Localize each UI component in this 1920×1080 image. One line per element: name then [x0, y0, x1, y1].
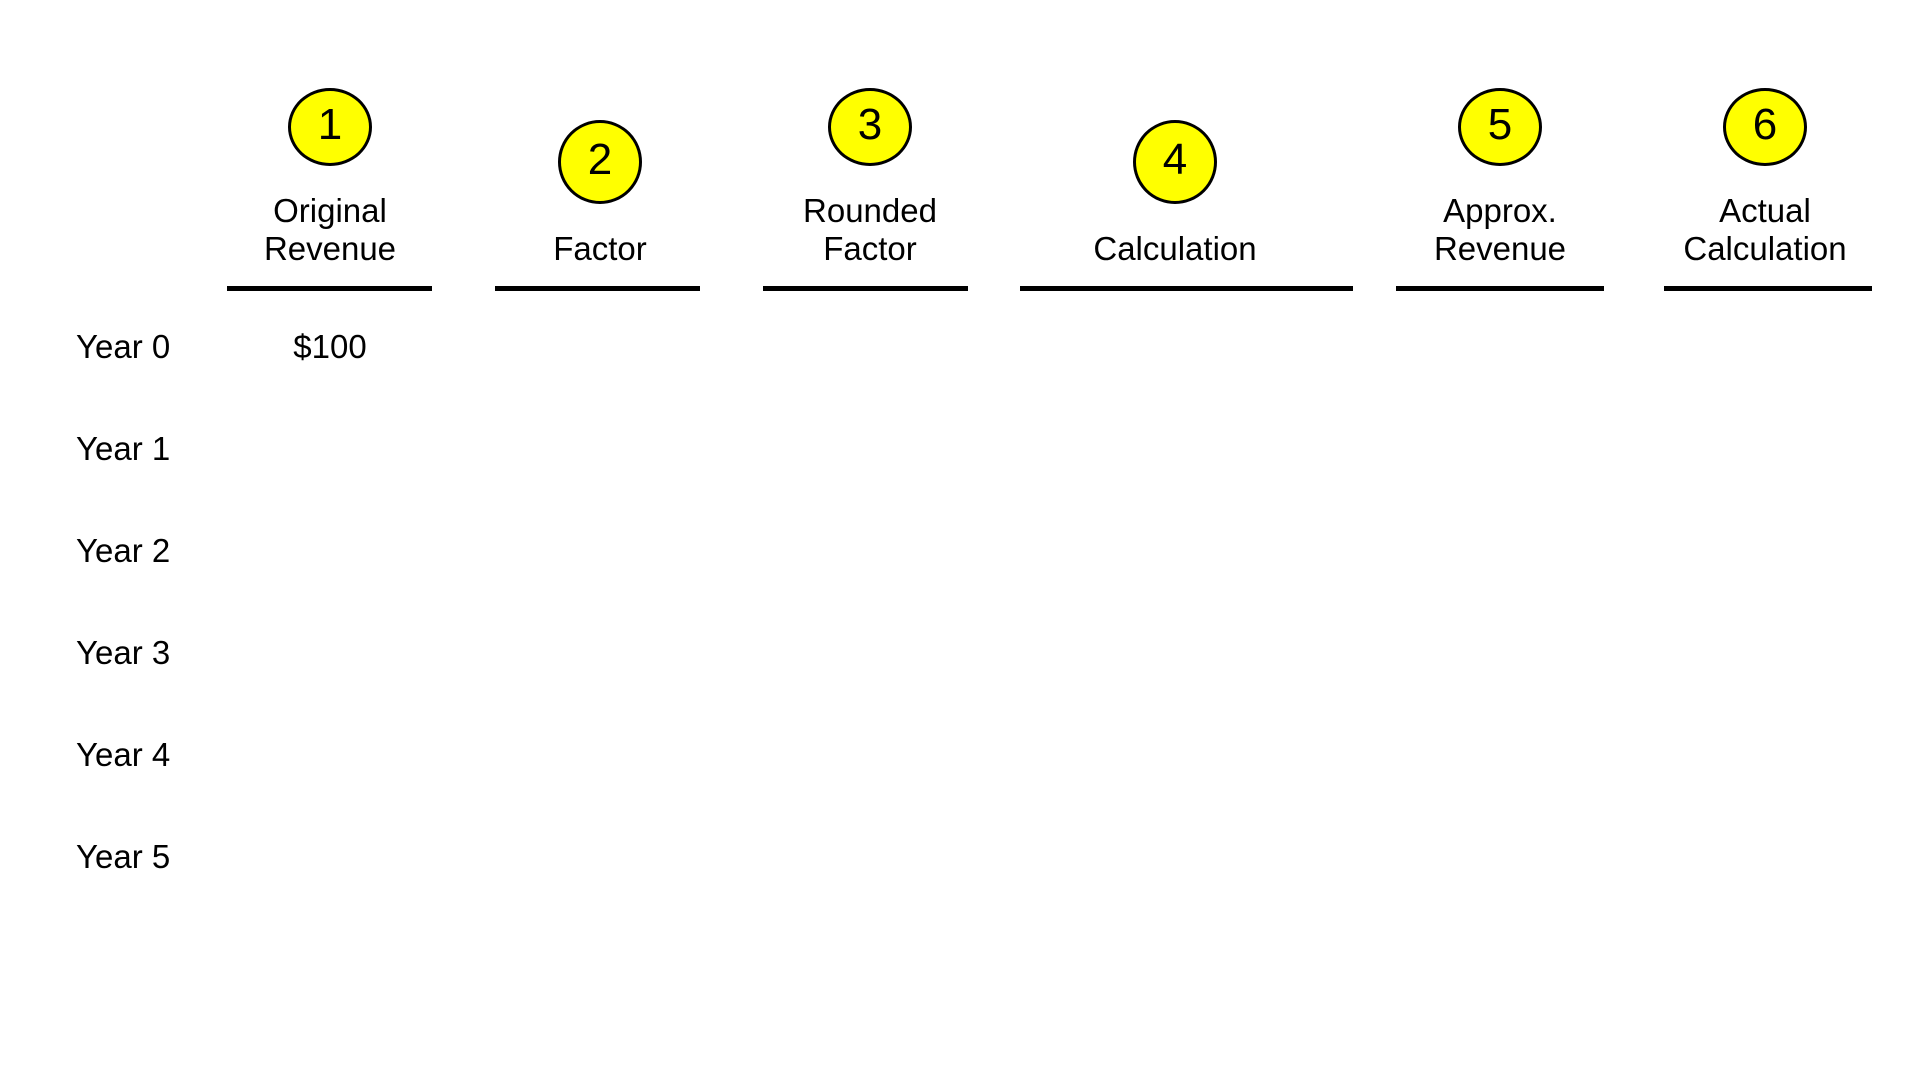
row-label-year-3: Year 3: [76, 634, 171, 671]
column-title-approx-revenue: Approx. Revenue: [1433, 192, 1567, 267]
step-badge-2-number: 2: [587, 135, 613, 184]
step-badge-4-icon: 4: [1133, 120, 1217, 204]
row-label-year-2: Year 2: [76, 532, 171, 569]
step-badge-1-number: 1: [317, 100, 343, 149]
row-label-year-5: Year 5: [76, 838, 171, 875]
column-title-rounded-factor: Rounded Factor: [803, 192, 937, 267]
column-rule-5: [1396, 286, 1604, 291]
column-rule-4: [1020, 286, 1353, 291]
column-header-2: 2 Factor: [470, 88, 730, 268]
step-badge-5-icon: 5: [1458, 88, 1542, 166]
column-header-1: 1 Original Revenue: [200, 88, 460, 268]
step-badge-5-number: 5: [1487, 100, 1513, 149]
column-header-5: 5 Approx. Revenue: [1370, 88, 1630, 268]
step-badge-4-number: 4: [1162, 135, 1188, 184]
cell-year-0-original-revenue[interactable]: $100: [293, 328, 367, 365]
column-title-factor: Factor: [553, 230, 647, 267]
step-badge-1-icon: 1: [288, 88, 372, 166]
row-label-year-1: Year 1: [76, 430, 171, 467]
step-badge-6-number: 6: [1752, 100, 1778, 149]
column-rule-2: [495, 286, 700, 291]
step-badge-3-icon: 3: [828, 88, 912, 166]
column-header-3: 3 Rounded Factor: [740, 88, 1000, 268]
column-rule-3: [763, 286, 968, 291]
column-header-4: 4 Calculation: [1045, 88, 1305, 268]
column-header-6: 6 Actual Calculation: [1635, 88, 1895, 268]
step-badge-2-icon: 2: [558, 120, 642, 204]
column-rule-1: [227, 286, 432, 291]
column-title-original-revenue: Original Revenue: [263, 192, 397, 267]
row-label-year-0: Year 0: [76, 328, 171, 365]
step-badge-6-icon: 6: [1723, 88, 1807, 166]
column-title-calculation: Calculation: [1093, 230, 1257, 267]
row-label-year-4: Year 4: [76, 736, 171, 773]
column-rule-6: [1664, 286, 1872, 291]
step-badge-3-number: 3: [857, 100, 883, 149]
column-title-actual-calculation: Actual Calculation: [1683, 192, 1847, 267]
